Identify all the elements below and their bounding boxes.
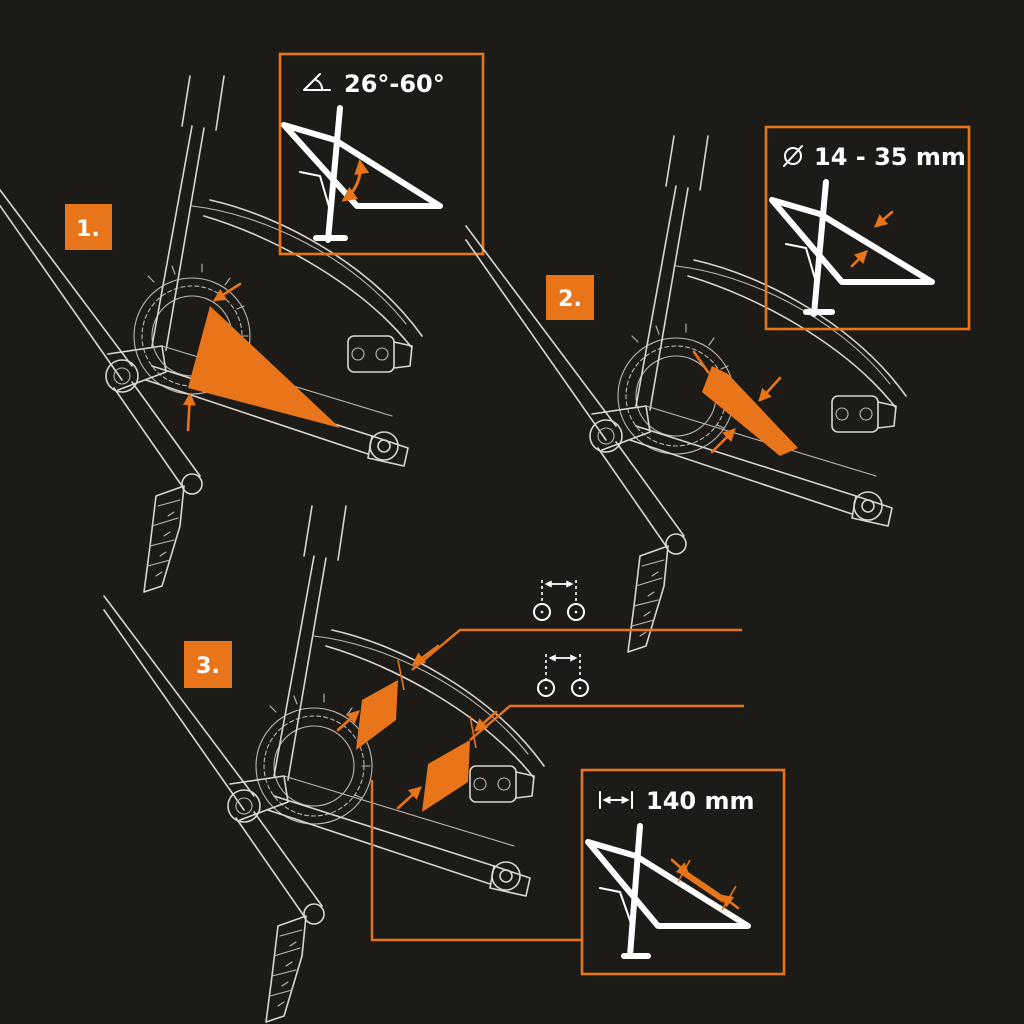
step-3-badge: [184, 641, 232, 688]
bike-frame-drawing-2: [465, 135, 907, 653]
step-3: 3.: [103, 505, 786, 1023]
spec-box-diameter: 14 - 35 mm: [764, 125, 971, 331]
angle-wedge: [188, 306, 340, 428]
arrow-icon: [411, 644, 440, 666]
arrow-icon: [710, 428, 736, 454]
step-2: 2. 14 - 35 mm: [465, 125, 971, 653]
bike-frame-drawing-3: [103, 505, 545, 1023]
step-3-number: 3.: [196, 654, 220, 679]
spec-box-length: 140 mm: [580, 768, 786, 976]
spacing-icon: [533, 580, 585, 621]
arrow-icon: [336, 710, 360, 732]
step-1-number: 1.: [76, 217, 100, 242]
step-2-badge: [546, 275, 594, 320]
step-1-badge: [65, 204, 112, 250]
angle-icon: [303, 73, 331, 91]
mini-frame-angle: [281, 105, 443, 243]
spec-box-angle: 26°-60°: [278, 52, 485, 256]
spec-length-text: 140 mm: [646, 787, 754, 815]
tube-diameter-highlight: [702, 366, 798, 456]
mount-block-upper: [356, 680, 398, 750]
length-icon: [599, 791, 633, 809]
mini-frame-diameter: [769, 179, 935, 317]
step-2-number: 2.: [558, 287, 582, 312]
spec-diameter-text: 14 - 35 mm: [814, 143, 966, 171]
arrow-icon: [396, 786, 422, 810]
mount-block-lower: [422, 740, 470, 812]
arrow-icon: [474, 710, 498, 732]
step-1: 1. 26°-60°: [0, 52, 485, 593]
leader-line-spec: [370, 780, 582, 942]
leader-line-upper: [411, 628, 742, 671]
diameter-icon: [783, 145, 803, 167]
mini-frame-length: [585, 823, 751, 959]
arrow-icon: [212, 282, 242, 302]
arrow-icon: [182, 392, 196, 432]
spacing-icon: [537, 654, 589, 697]
spec-angle-text: 26°-60°: [344, 70, 445, 98]
arrow-icon: [758, 376, 782, 402]
